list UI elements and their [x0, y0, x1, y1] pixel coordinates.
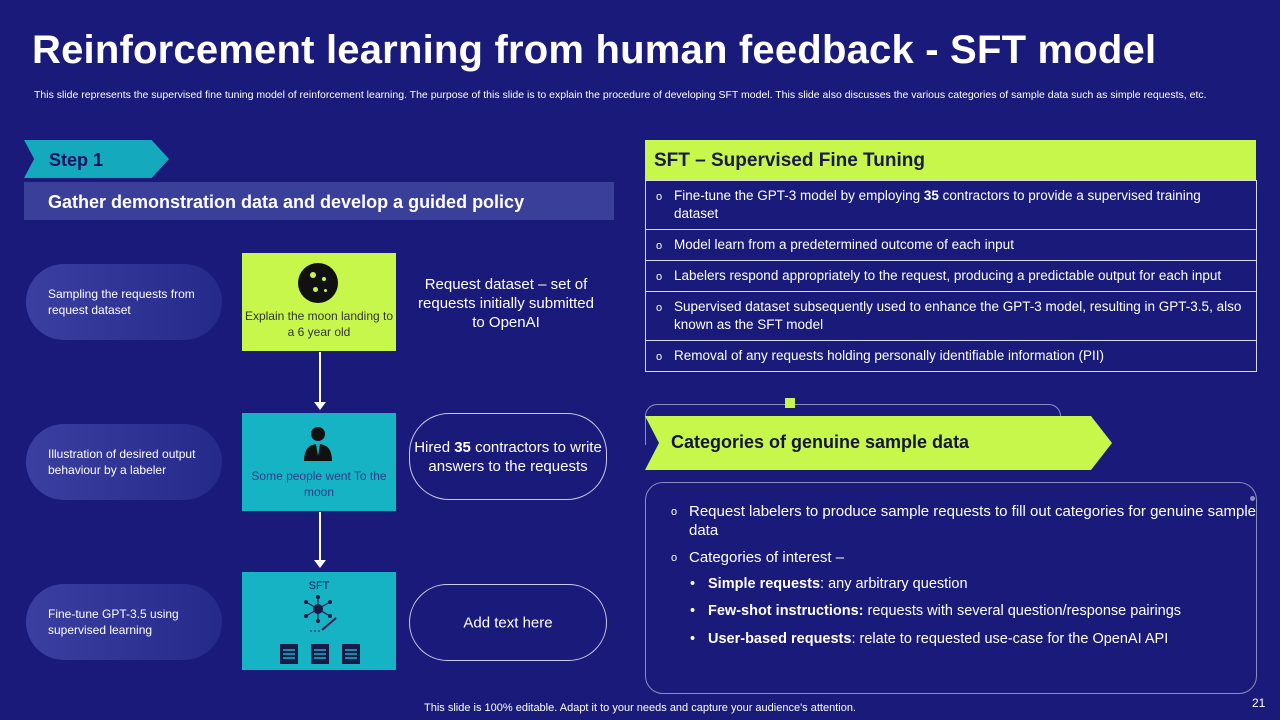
category-sub-item: • Few-shot instructions: requests with s…: [690, 603, 1182, 619]
add-text-box[interactable]: Add text here: [409, 584, 607, 661]
connector-dot: [785, 398, 795, 408]
categories-box: [645, 482, 1257, 694]
flow-line: [319, 512, 321, 560]
sft-row: o Fine-tune the GPT-3 model by employing…: [656, 188, 1201, 221]
categories-heading: Categories of genuine sample data: [671, 432, 970, 452]
connector-dot: [1250, 496, 1255, 501]
step-label: Step 1: [49, 150, 104, 170]
box-request: Explain the moon landing to a 6 year old: [242, 253, 396, 351]
sft-heading-bar: SFT – Supervised Fine Tuning: [645, 140, 1256, 180]
add-text-placeholder: Add text here: [463, 614, 553, 631]
box-request-caption: Explain the moon landing to a 6 year old: [244, 309, 394, 339]
sft-heading: SFT – Supervised Fine Tuning: [654, 150, 925, 171]
page-number: 21: [1252, 696, 1266, 710]
slide-subtitle: This slide represents the supervised fin…: [34, 89, 1207, 101]
step-heading-text: Gather demonstration data and develop a …: [48, 192, 525, 212]
category-sub-item: • User-based requests: relate to request…: [690, 631, 1169, 647]
network-icon: [304, 595, 337, 632]
sft-table: o Fine-tune the GPT-3 model by employing…: [645, 180, 1257, 372]
pill-text: Sampling the requests from request datas…: [48, 287, 195, 317]
pill-text: Fine-tune GPT-3.5 using supervised learn…: [48, 607, 179, 637]
sft-row: o Model learn from a predetermined outco…: [646, 229, 1256, 260]
category-sub-item: • Simple requests: any arbitrary questio…: [690, 576, 968, 592]
moon-icon: [298, 263, 338, 303]
sft-row: o Removal of any requests holding person…: [646, 340, 1256, 371]
request-dataset-text: Request dataset – set of requests initia…: [418, 276, 594, 331]
hire-box: Hired 35 contractors to write answers to…: [409, 413, 607, 500]
box-labeler: Some people went To the moon: [242, 413, 396, 511]
flow-arrow-icon: [314, 402, 326, 410]
box-sft-label: SFT: [308, 580, 330, 592]
pill-text: Illustration of desired output behaviour…: [48, 447, 196, 477]
person-icon: [304, 427, 332, 461]
flow-arrow-icon: [314, 560, 326, 568]
pill-sampling: Sampling the requests from request datas…: [26, 264, 222, 340]
hire-text: Hired 35 contractors to write answers to…: [414, 438, 602, 475]
sft-row: o Labelers respond appropriately to the …: [646, 260, 1256, 291]
pill-finetune: Fine-tune GPT-3.5 using supervised learn…: [26, 584, 222, 660]
footer-note: This slide is 100% editable. Adapt it to…: [424, 702, 856, 714]
category-item: o Request labelers to produce sample req…: [671, 503, 1256, 539]
step-heading: Gather demonstration data and develop a …: [24, 182, 614, 220]
flow-line: [319, 352, 321, 402]
sft-row: o Supervised dataset subsequently used t…: [646, 291, 1256, 340]
categories-heading-bar: Categories of genuine sample data: [645, 416, 1112, 470]
slide-title: Reinforcement learning from human feedba…: [32, 28, 1157, 72]
category-item: o Categories of interest –: [671, 549, 845, 566]
box-sft: SFT: [242, 572, 396, 670]
documents-icon: [280, 644, 360, 664]
pill-illustration: Illustration of desired output behaviour…: [26, 424, 222, 500]
box-labeler-caption: Some people went To the moon: [251, 469, 387, 499]
step-badge: Step 1: [24, 140, 169, 178]
